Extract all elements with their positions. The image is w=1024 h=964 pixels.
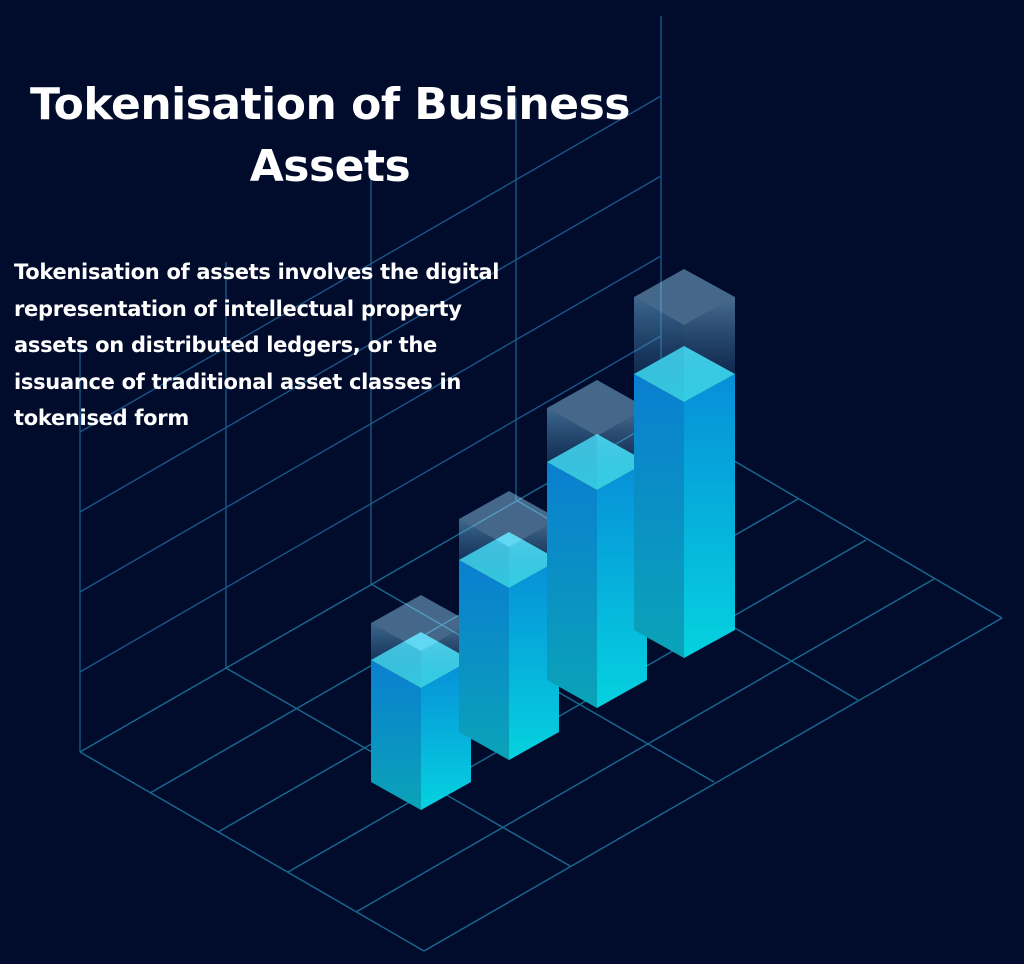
bar-4-left-face bbox=[634, 374, 684, 658]
bar-1-ghost-right bbox=[421, 623, 471, 688]
bar-4 bbox=[634, 269, 735, 658]
bar-2 bbox=[459, 491, 559, 760]
bar-2-ghost-left bbox=[459, 519, 509, 588]
bar-2-ghost-right bbox=[509, 519, 559, 588]
bar-3-left-face bbox=[547, 462, 597, 708]
bar-4-ghost-right bbox=[684, 297, 735, 402]
bar-4-right-face bbox=[684, 374, 735, 658]
bar-1 bbox=[371, 595, 471, 810]
bar-4-ghost-top bbox=[634, 269, 735, 325]
bar-3-ghost-top bbox=[547, 380, 647, 436]
bar-1-ghost-left bbox=[371, 623, 421, 688]
bar-2-ghost-top bbox=[459, 491, 559, 547]
bar-2-left-face bbox=[459, 560, 509, 760]
bar-4-ghost-left bbox=[634, 297, 684, 402]
bar-1-ghost-top bbox=[371, 595, 471, 651]
bar-3-ghost-left bbox=[547, 408, 597, 490]
bar-3 bbox=[547, 380, 647, 708]
bar-2-right-face bbox=[509, 560, 559, 760]
back-wall-grid bbox=[79, 16, 662, 752]
bar-1-right-face bbox=[421, 660, 471, 810]
description-text: Tokenisation of assets involves the digi… bbox=[14, 260, 500, 430]
bar-1-left-face bbox=[371, 660, 421, 810]
page-title: Tokenisation of Business Assets bbox=[30, 79, 630, 192]
